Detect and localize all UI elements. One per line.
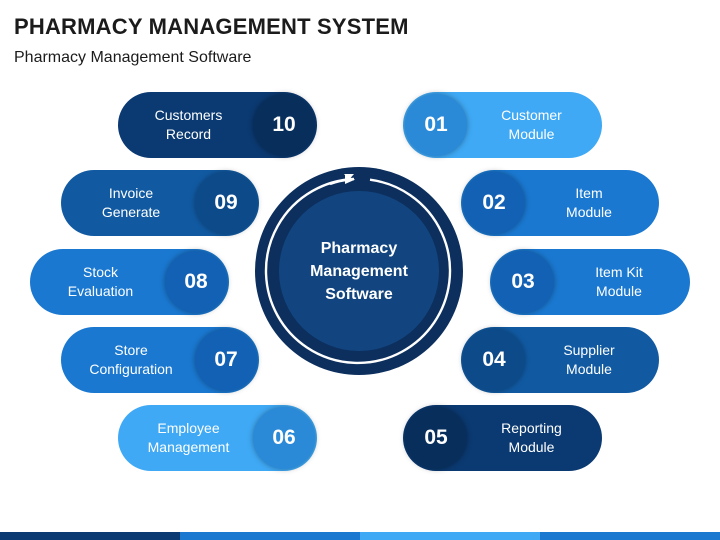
module-09-number: 09 (195, 172, 257, 234)
module-08-pill: Stock Evaluation 08 (30, 249, 229, 315)
module-06-pill: Employee Management 06 (118, 405, 317, 471)
bottom-accent-bar (0, 532, 720, 540)
module-04-pill: 04 Supplier Module (461, 327, 659, 393)
module-04-label: Supplier Module (563, 342, 615, 377)
module-05-pill: 05 Reporting Module (403, 405, 602, 471)
module-10-number: 10 (253, 94, 315, 156)
module-10-pill: Customers Record 10 (118, 92, 317, 158)
module-01-label: Customer Module (501, 107, 562, 142)
module-02-pill: 02 Item Module (461, 170, 659, 236)
module-05-number: 05 (405, 407, 467, 469)
module-10-label: Customers Record (154, 107, 223, 142)
module-01-number: 01 (405, 94, 467, 156)
module-03-label: Item Kit Module (595, 264, 643, 299)
module-07-pill: Store Configuration 07 (61, 327, 259, 393)
center-ring-icon (255, 167, 463, 375)
module-06-label: Employee Management (147, 420, 230, 455)
module-03-number: 03 (492, 251, 554, 313)
center-label: Pharmacy Management Software (310, 239, 408, 303)
module-09-pill: Invoice Generate 09 (61, 170, 259, 236)
module-03-pill: 03 Item Kit Module (490, 249, 690, 315)
module-01-pill: 01 Customer Module (403, 92, 602, 158)
module-04-number: 04 (463, 329, 525, 391)
module-02-label: Item Module (566, 185, 612, 220)
module-07-number: 07 (195, 329, 257, 391)
module-02-number: 02 (463, 172, 525, 234)
module-06-number: 06 (253, 407, 315, 469)
page-subtitle: Pharmacy Management Software (14, 49, 252, 66)
module-08-number: 08 (165, 251, 227, 313)
center-hub: Pharmacy Management Software (253, 165, 465, 377)
module-07-label: Store Configuration (89, 342, 173, 377)
page-title: PHARMACY MANAGEMENT SYSTEM (14, 14, 409, 39)
module-09-label: Invoice Generate (101, 185, 161, 220)
module-08-label: Stock Evaluation (67, 264, 134, 299)
module-05-label: Reporting Module (501, 420, 562, 455)
